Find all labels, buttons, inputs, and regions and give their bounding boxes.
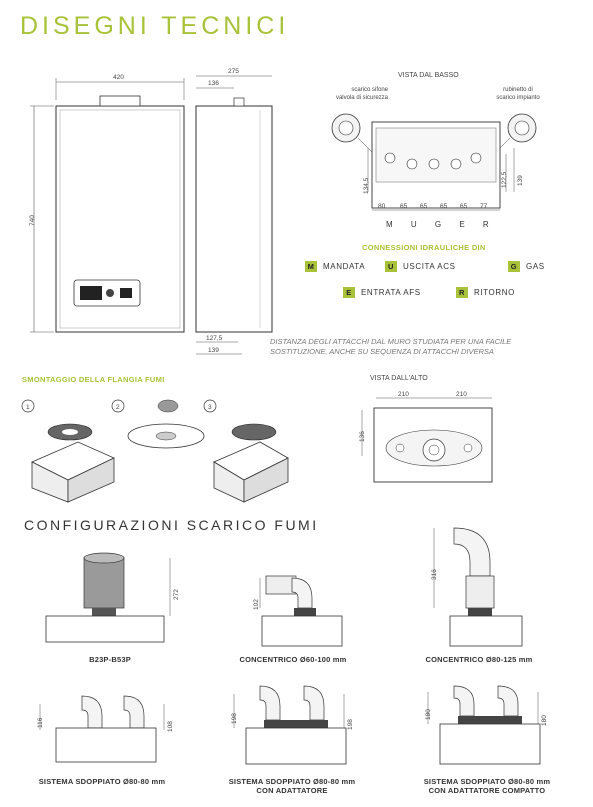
bottom-dim-right-1: 122,5 [501,171,508,188]
step-number-2: 2 [116,404,120,411]
top-view-drawing: 210 210 136 [359,391,493,483]
config-split-compact-dim-b: 180 [541,715,548,726]
config-concentric-80-drawing: 316 [431,527,523,647]
legend-code-e: E [343,287,355,298]
callout-drain: rubinetto di scarico impianto [496,87,540,101]
legend-label-u: USCITA ACS [403,262,456,271]
legend-item-m: M MANDATA [305,261,365,272]
spacing-3: 65 [440,203,448,210]
config-split-adapter-dim-a: 198 [231,713,238,724]
side-bottom-label-1: 127,5 [206,335,223,342]
side-depth-label: 275 [228,68,239,75]
side-view-drawing: 275 136 127,5 139 [195,68,273,355]
top-dim-3: 136 [359,431,366,442]
flange-title: SMONTAGGIO DELLA FLANGIA FUMI [22,375,165,384]
callout-siphon: scarico sifone valvola di sicurezza [335,87,388,101]
config-split-compact-dim-a: 180 [425,709,432,720]
legend-code-m: M [305,261,317,272]
config-split-adapter-drawing: 198 198 [231,685,354,765]
config-concentric-60-caption: CONCENTRICO Ø60-100 mm [239,655,347,664]
front-view-drawing: 420 740 [29,74,185,333]
spacing-4: 65 [460,203,468,210]
config-split-compact-drawing: 180 180 [425,685,548,765]
bottom-dim-right-2: 139 [517,175,524,186]
installation-note: DISTANZA DEGLI ATTACCHI DAL MURO STUDIAT… [270,337,512,356]
legend-item-r: R RITORNO [456,287,515,298]
legend-item-e: E ENTRATA AFS [343,287,421,298]
bottom-view-title: VISTA DAL BASSO [398,72,459,79]
config-concentric-60-dim: 102 [253,599,260,610]
config-split-dim-b: 108 [167,721,174,732]
spacing-1: 65 [400,203,408,210]
connection-letters: M U G E R [386,220,497,229]
config-concentric-60-drawing: 102 [253,575,343,647]
legend-label-e: ENTRATA AFS [361,288,421,297]
legend-label-r: RITORNO [474,288,515,297]
front-height-label: 740 [29,215,36,226]
side-top-offset-label: 136 [208,80,219,87]
config-split-caption: SISTEMA SDOPPIATO Ø80-80 mm [38,777,166,786]
config-b23p-caption: B23P-B53P [89,655,131,664]
legend-item-g: G GAS [508,261,545,272]
legend-code-g: G [508,261,520,272]
legend-code-r: R [456,287,468,298]
spacing-5: 77 [480,203,488,210]
legend-item-u: U USCITA ACS [385,261,456,272]
config-split-dim-a: 116 [37,717,44,728]
legend-label-m: MANDATA [323,262,366,271]
spacing-0: 80 [378,203,386,210]
connections-title: CONNESSIONI IDRAULICHE DIN [362,243,486,252]
top-dim-2: 210 [456,391,467,398]
page-title: DISEGNI TECNICI [20,12,290,40]
configs-title: CONFIGURAZIONI SCARICO FUMI [24,517,319,533]
config-concentric-80-caption: CONCENTRICO Ø80-125 mm [425,655,533,664]
config-split-compact-caption: SISTEMA SDOPPIATO Ø80-80 mm CON ADATTATO… [423,777,551,795]
config-split-adapter-caption: SISTEMA SDOPPIATO Ø80-80 mm CON ADATTATO… [228,777,356,795]
flange-steps-drawing: 1 2 3 [21,399,289,503]
config-split-adapter-dim-b: 198 [347,719,354,730]
config-concentric-80-dim: 316 [431,569,438,580]
top-dim-1: 210 [398,391,409,398]
config-b23p-drawing: 272 [45,552,180,643]
side-bottom-label-2: 139 [208,347,219,354]
bottom-dim-left: 134,5 [363,177,370,194]
top-view-title: VISTA DALL'ALTO [370,375,428,382]
legend-label-g: GAS [526,262,545,271]
step-number-3: 3 [208,404,212,411]
step-number-1: 1 [26,404,30,411]
spacing-2: 65 [420,203,428,210]
config-split-drawing: 116 108 [37,695,174,763]
front-width-label: 420 [113,74,124,81]
bottom-view-drawing: 134,5 122,5 139 80 65 65 65 65 77 [331,113,537,211]
legend-code-u: U [385,261,397,272]
config-b23p-dim: 272 [173,589,180,600]
